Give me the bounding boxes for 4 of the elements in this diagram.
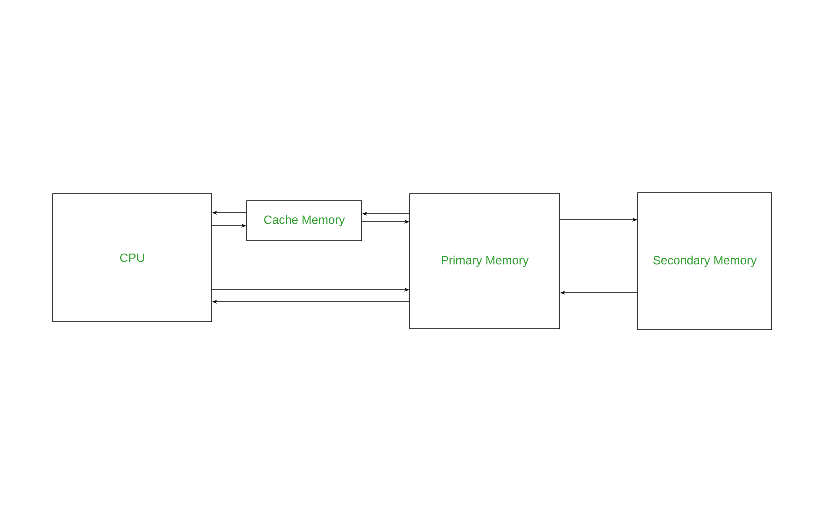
- process-box: Primary Memory: [410, 194, 560, 330]
- process-box: CPU: [52, 194, 212, 322]
- process-box: Cache Memory: [246, 200, 362, 242]
- process-box: Secondary Memory: [638, 192, 772, 330]
